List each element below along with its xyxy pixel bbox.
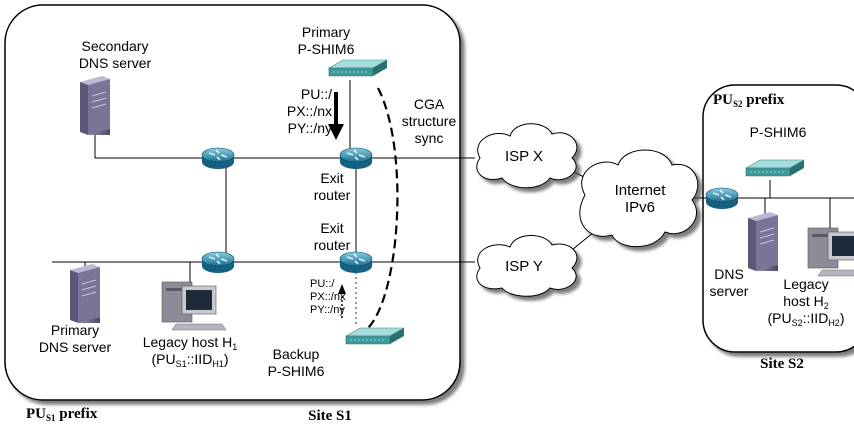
cloud-isp-y <box>476 235 578 297</box>
legacy-host-h1-label: Legacy host H1 (PUS1::IIDH1) <box>142 334 238 369</box>
site-s2-box <box>702 84 854 353</box>
isp-x-label: ISP X <box>504 148 544 165</box>
site-s1-name: Site S1 <box>308 408 352 424</box>
exit-router-y <box>339 251 373 274</box>
isp-y-label: ISP Y <box>505 258 543 275</box>
sync-arrow-backup <box>338 284 346 318</box>
router-top-mid <box>201 147 235 170</box>
site-s1-box <box>4 4 461 401</box>
site-s1-prefix: PUS1 prefix <box>26 406 98 423</box>
sync-arrow-primary <box>328 92 344 140</box>
cloud-internet <box>579 149 699 248</box>
site2-dns-server <box>747 211 779 272</box>
site-s2-name: Site S2 <box>760 356 804 372</box>
site2-shim-label: P-SHIM6 <box>749 124 807 140</box>
secondary-dns-server <box>79 75 111 136</box>
exit-router-x <box>339 147 373 170</box>
site-s2-prefix: PUS2 prefix <box>713 92 785 109</box>
cga-sync-curve <box>365 87 399 331</box>
cloud-isp-x <box>476 123 578 189</box>
router-site2 <box>705 187 739 210</box>
primary-dns-server <box>69 263 101 324</box>
router-bottom-mid <box>201 251 235 274</box>
legacy-host-h2-label: Legacy host H2 (PUS2::IIDH2) <box>767 276 845 328</box>
